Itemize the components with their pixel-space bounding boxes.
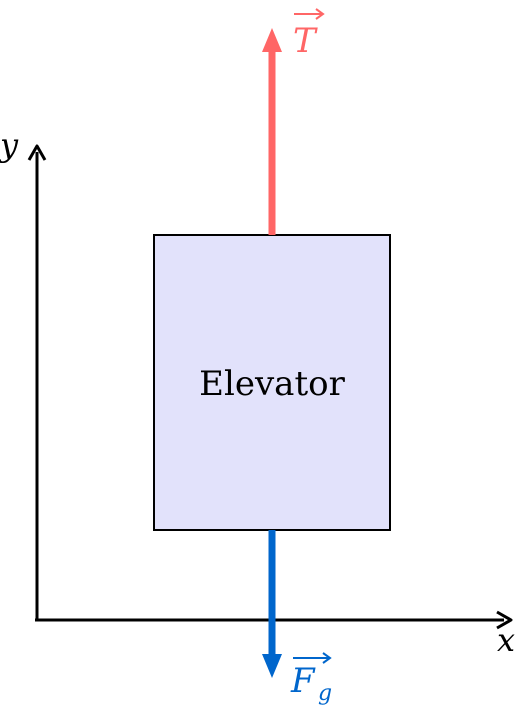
x-axis-arrowhead: [496, 610, 513, 630]
tension-force-label: T: [293, 8, 325, 61]
tension-symbol: T: [293, 21, 318, 61]
elevator-label: Elevator: [199, 364, 345, 404]
tension-arrowhead: [262, 28, 282, 52]
gravity-arrowhead: [262, 654, 282, 678]
tension-vector-bar-head: [315, 8, 325, 20]
gravity-vector-bar-head: [322, 652, 332, 664]
gravity-force-arrow: [262, 530, 282, 678]
gravity-subscript: g: [318, 681, 332, 706]
y-axis-label: y: [0, 126, 19, 164]
x-axis-label: x: [497, 621, 515, 659]
tension-force-arrow: [262, 28, 282, 235]
y-axis-arrowhead: [27, 144, 47, 161]
gravity-force-label: F g: [290, 652, 332, 706]
gravity-symbol: F: [290, 661, 316, 701]
